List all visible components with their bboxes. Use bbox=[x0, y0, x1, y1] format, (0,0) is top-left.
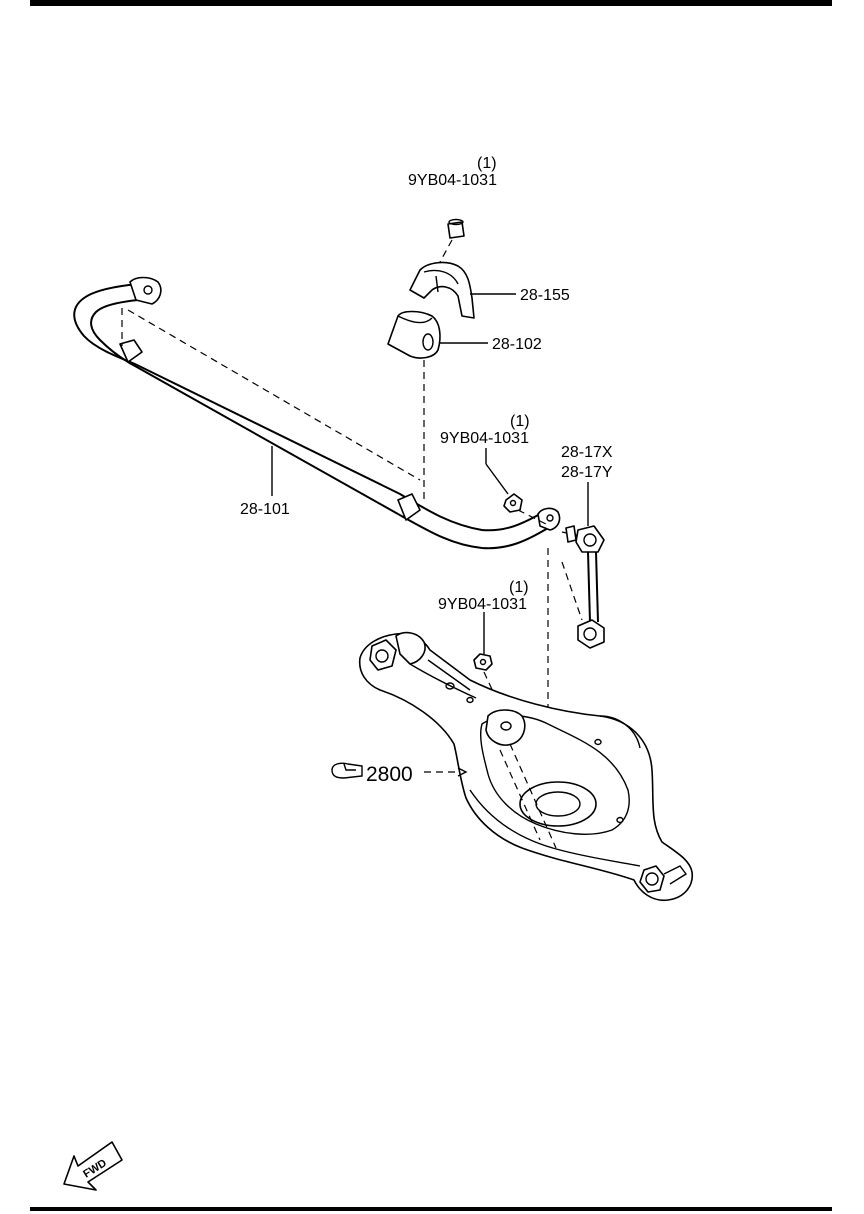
reference-group-number: 2800 bbox=[366, 763, 413, 786]
nut-low-part-number: 9YB04-1031 bbox=[438, 596, 527, 613]
top-border bbox=[30, 0, 832, 6]
nut-mid-icon bbox=[503, 493, 523, 513]
link-part-number-y: 28-17Y bbox=[561, 464, 613, 481]
nut-mid-part-number: 9YB04-1031 bbox=[440, 430, 529, 447]
stabilizer-link-icon bbox=[561, 525, 605, 649]
bushing-part-number: 28-102 bbox=[492, 336, 542, 353]
nut-mid-qty: (1) bbox=[510, 413, 530, 430]
reference-pointer-icon bbox=[331, 762, 363, 779]
nut-low-icon bbox=[473, 653, 493, 671]
nut-top-icon bbox=[447, 218, 465, 239]
nut-top-qty: (1) bbox=[477, 155, 497, 172]
link-part-number-x: 28-17X bbox=[561, 444, 613, 461]
nut-top-part-number: 9YB04-1031 bbox=[408, 172, 497, 189]
bracket-icon bbox=[409, 261, 475, 319]
bushing-icon bbox=[387, 310, 441, 359]
bottom-border bbox=[30, 1207, 832, 1211]
stabilizer-bar bbox=[73, 276, 561, 550]
fwd-arrow-icon: FWD bbox=[63, 1141, 123, 1191]
nut-low-qty: (1) bbox=[509, 579, 529, 596]
stabilizer-bar-part-number: 28-101 bbox=[240, 501, 290, 518]
lower-control-arm bbox=[358, 631, 693, 902]
bracket-part-number: 28-155 bbox=[520, 287, 570, 304]
